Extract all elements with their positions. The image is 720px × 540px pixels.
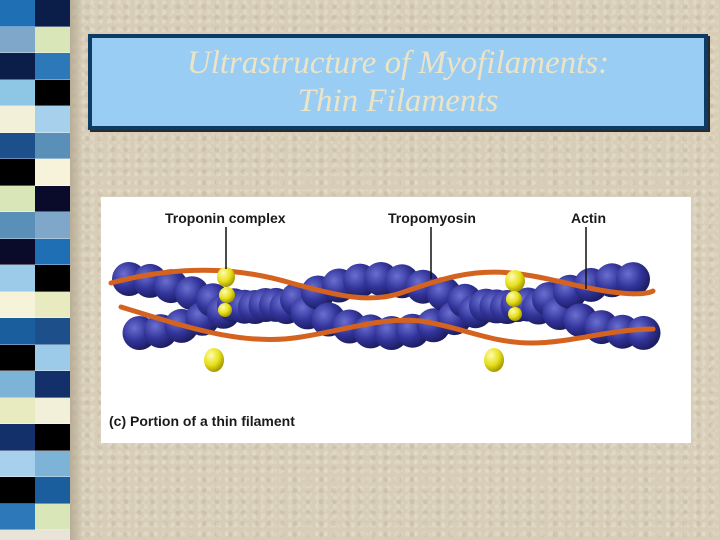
stripe-square (35, 291, 70, 318)
decorative-stripe-bar (0, 0, 70, 540)
stripe-square (0, 132, 35, 159)
thin-filament-figure: Troponin complex Tropomyosin Actin (c) P… (101, 197, 691, 443)
stripe-square (35, 344, 70, 371)
stripe-square (35, 265, 70, 292)
stripe-square (0, 53, 35, 80)
stripe-square (0, 291, 35, 318)
troponin-complex-left (204, 267, 235, 372)
stripe-square (0, 185, 35, 212)
stripe-column-right (35, 0, 70, 540)
stripe-square (0, 26, 35, 53)
stripe-square (35, 503, 70, 530)
stripe-square (0, 212, 35, 239)
stripe-square (35, 79, 70, 106)
stripe-square (0, 450, 35, 477)
stripe-square (0, 503, 35, 530)
label-tropomyosin: Tropomyosin (388, 210, 476, 226)
tropomyosin-strand-upper (108, 267, 656, 301)
stripe-square (0, 106, 35, 133)
label-actin: Actin (571, 210, 606, 226)
stripe-square (35, 477, 70, 504)
label-troponin-complex: Troponin complex (165, 210, 286, 226)
thin-filament-diagram: Troponin complex Tropomyosin Actin (c) P… (108, 210, 661, 429)
stripe-square (0, 159, 35, 186)
stripe-square (35, 212, 70, 239)
troponin-complex-right (484, 270, 525, 372)
stripe-column-left (0, 0, 35, 540)
stripe-square (35, 0, 70, 27)
stripe-square (0, 397, 35, 424)
stripe-square (0, 79, 35, 106)
actin-bead (616, 262, 650, 297)
stripe-square (35, 106, 70, 133)
stripe-square (35, 159, 70, 186)
stripe-square (35, 132, 70, 159)
stripe-square (35, 450, 70, 477)
figure-caption: (c) Portion of a thin filament (109, 413, 295, 429)
stripe-shadow (70, 0, 84, 540)
stripe-square (35, 424, 70, 451)
stripe-square (0, 477, 35, 504)
slide-title-line-2: Thin Filaments (297, 83, 499, 119)
stripe-square (0, 0, 35, 27)
stripe-square (35, 238, 70, 265)
slide-title-line-1: Ultrastructure of Myofilaments: (186, 45, 610, 81)
stripe-square (0, 238, 35, 265)
stripe-square (35, 397, 70, 424)
stripe-square (35, 318, 70, 345)
actin-bead (626, 315, 661, 350)
stripe-square (0, 265, 35, 292)
stripe-square (0, 344, 35, 371)
stripe-square (0, 318, 35, 345)
stripe-square (0, 371, 35, 398)
stripe-square (35, 53, 70, 80)
stripe-square (0, 424, 35, 451)
stripe-square (35, 371, 70, 398)
stripe-square (35, 26, 70, 53)
tropomyosin-strand-lower (118, 304, 656, 346)
stripe-square (35, 185, 70, 212)
slide-title-box: Ultrastructure of Myofilaments: Thin Fil… (88, 34, 708, 130)
